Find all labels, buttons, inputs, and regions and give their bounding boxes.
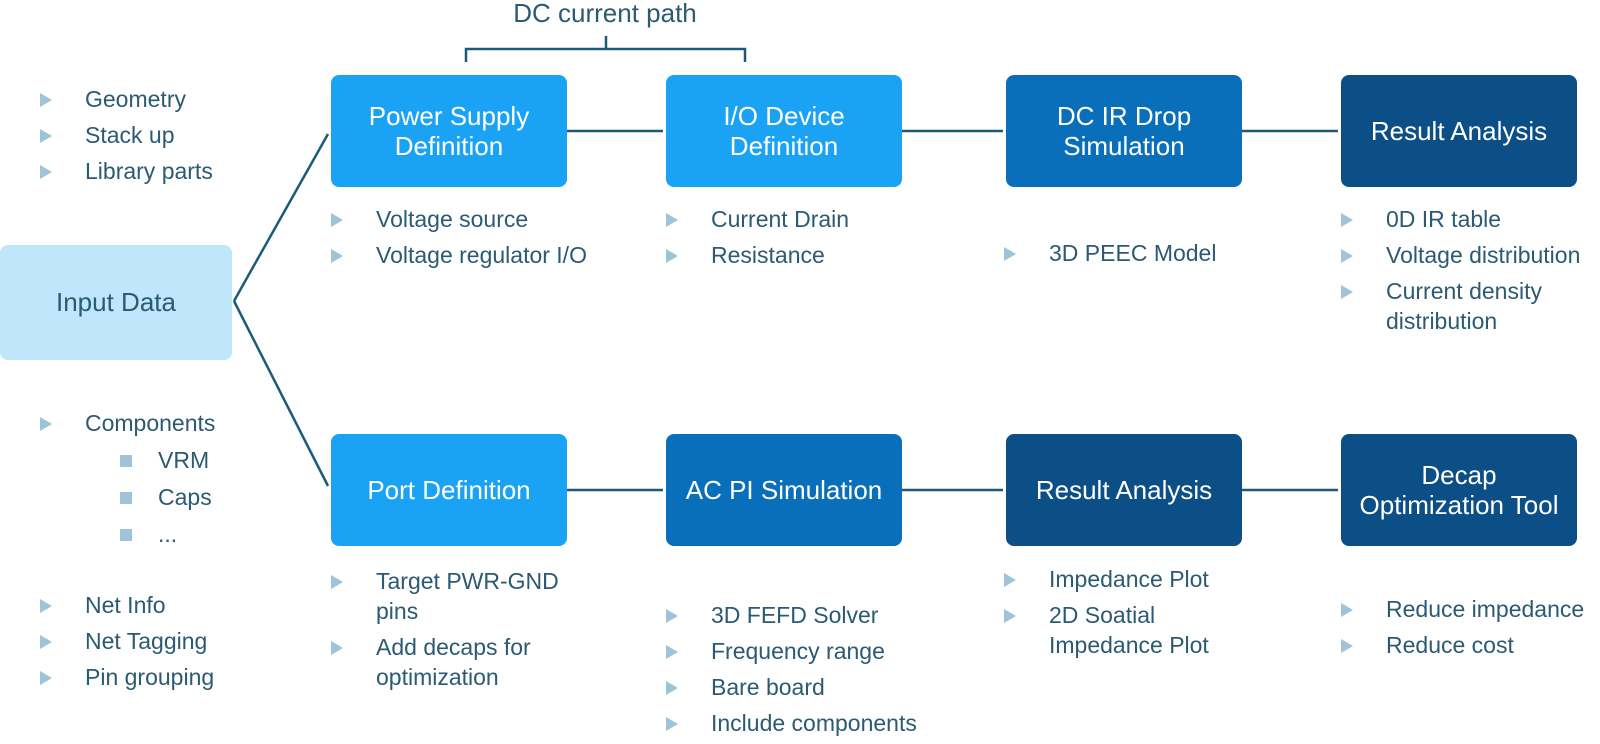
bullet-triangle-icon: [40, 417, 52, 431]
list-item: Stack up: [40, 120, 213, 150]
list-item: Add decaps for optimization: [331, 632, 559, 692]
bullet-triangle-icon: [331, 641, 343, 655]
input-top-list: Geometry Stack up Library parts: [40, 84, 213, 192]
ac-pi-details: 3D FEFD Solver Frequency range Bare boar…: [666, 600, 917, 744]
list-item: Voltage source: [331, 204, 587, 234]
bullet-triangle-icon: [1341, 603, 1353, 617]
io-device-definition-box[interactable]: I/O Device Definition: [666, 75, 902, 187]
list-item: Impedance Plot: [1004, 564, 1209, 594]
ac-result-analysis-box[interactable]: Result Analysis: [1006, 434, 1242, 546]
input-data-box[interactable]: Input Data: [0, 245, 232, 360]
io-device-details: Current Drain Resistance: [666, 204, 849, 276]
list-item: Reduce cost: [1341, 630, 1584, 660]
bullet-triangle-icon: [1341, 285, 1353, 299]
list-item: Voltage regulator I/O: [331, 240, 587, 270]
bullet-triangle-icon: [1004, 573, 1016, 587]
branch-line-bottom: [232, 300, 330, 487]
bullet-triangle-icon: [331, 213, 343, 227]
dc-result-analysis-box[interactable]: Result Analysis: [1341, 75, 1577, 187]
list-item: 2D Soatial Impedance Plot: [1004, 600, 1209, 660]
bullet-triangle-icon: [40, 635, 52, 649]
list-item: 3D FEFD Solver: [666, 600, 917, 630]
bullet-triangle-icon: [40, 129, 52, 143]
list-item: Reduce impedance: [1341, 594, 1584, 624]
bullet-triangle-icon: [666, 645, 678, 659]
input-bottom-list: Net Info Net Tagging Pin grouping: [40, 590, 214, 698]
bullet-triangle-icon: [40, 93, 52, 107]
dc-current-path-bracket: [464, 36, 747, 62]
list-item: 0D IR table: [1341, 204, 1580, 234]
ac-result-details: Impedance Plot 2D Soatial Impedance Plot: [1004, 564, 1209, 666]
list-item: Current density distribution: [1341, 276, 1580, 336]
list-item: 3D PEEC Model: [1004, 238, 1216, 268]
list-item: Frequency range: [666, 636, 917, 666]
list-item: Net Info: [40, 590, 214, 620]
bullet-triangle-icon: [666, 609, 678, 623]
dc-current-path-label: DC current path: [513, 0, 697, 28]
bullet-triangle-icon: [1341, 639, 1353, 653]
list-item: Components: [40, 408, 215, 438]
branch-line-top: [232, 133, 330, 302]
decap-optimization-tool-box[interactable]: Decap Optimization Tool: [1341, 434, 1577, 546]
dc-ir-drop-details: 3D PEEC Model: [1004, 238, 1216, 274]
sub-list-item: VRM: [120, 445, 212, 475]
list-item: Pin grouping: [40, 662, 214, 692]
power-supply-details: Voltage source Voltage regulator I/O: [331, 204, 587, 276]
bullet-triangle-icon: [666, 681, 678, 695]
bullet-triangle-icon: [1341, 249, 1353, 263]
list-item: Include components: [666, 708, 917, 738]
list-item: Geometry: [40, 84, 213, 114]
sub-list-item: ...: [120, 519, 212, 549]
bullet-triangle-icon: [666, 249, 678, 263]
bullet-triangle-icon: [1004, 247, 1016, 261]
bullet-triangle-icon: [1004, 609, 1016, 623]
list-item: Current Drain: [666, 204, 849, 234]
bullet-square-icon: [120, 455, 132, 467]
bullet-triangle-icon: [331, 575, 343, 589]
components-sublist: VRM Caps ...: [120, 445, 212, 556]
bullet-triangle-icon: [1341, 213, 1353, 227]
bullet-triangle-icon: [40, 671, 52, 685]
decap-optimization-details: Reduce impedance Reduce cost: [1341, 594, 1584, 666]
components-list: Components: [40, 408, 215, 444]
bullet-triangle-icon: [331, 249, 343, 263]
sub-list-item: Caps: [120, 482, 212, 512]
dc-result-details: 0D IR table Voltage distribution Current…: [1341, 204, 1580, 342]
list-item: Target PWR-GND pins: [331, 566, 559, 626]
list-item: Library parts: [40, 156, 213, 186]
bullet-triangle-icon: [40, 599, 52, 613]
input-data-label: Input Data: [56, 287, 176, 317]
bullet-triangle-icon: [666, 717, 678, 731]
bullet-triangle-icon: [40, 165, 52, 179]
bullet-square-icon: [120, 492, 132, 504]
port-definition-box[interactable]: Port Definition: [331, 434, 567, 546]
list-item: Bare board: [666, 672, 917, 702]
dc-ir-drop-simulation-box[interactable]: DC IR Drop Simulation: [1006, 75, 1242, 187]
list-item: Voltage distribution: [1341, 240, 1580, 270]
bullet-square-icon: [120, 529, 132, 541]
list-item: Resistance: [666, 240, 849, 270]
list-item: Net Tagging: [40, 626, 214, 656]
bullet-triangle-icon: [666, 213, 678, 227]
ac-pi-simulation-box[interactable]: AC PI Simulation: [666, 434, 902, 546]
power-supply-definition-box[interactable]: Power Supply Definition: [331, 75, 567, 187]
port-definition-details: Target PWR-GND pins Add decaps for optim…: [331, 566, 559, 698]
